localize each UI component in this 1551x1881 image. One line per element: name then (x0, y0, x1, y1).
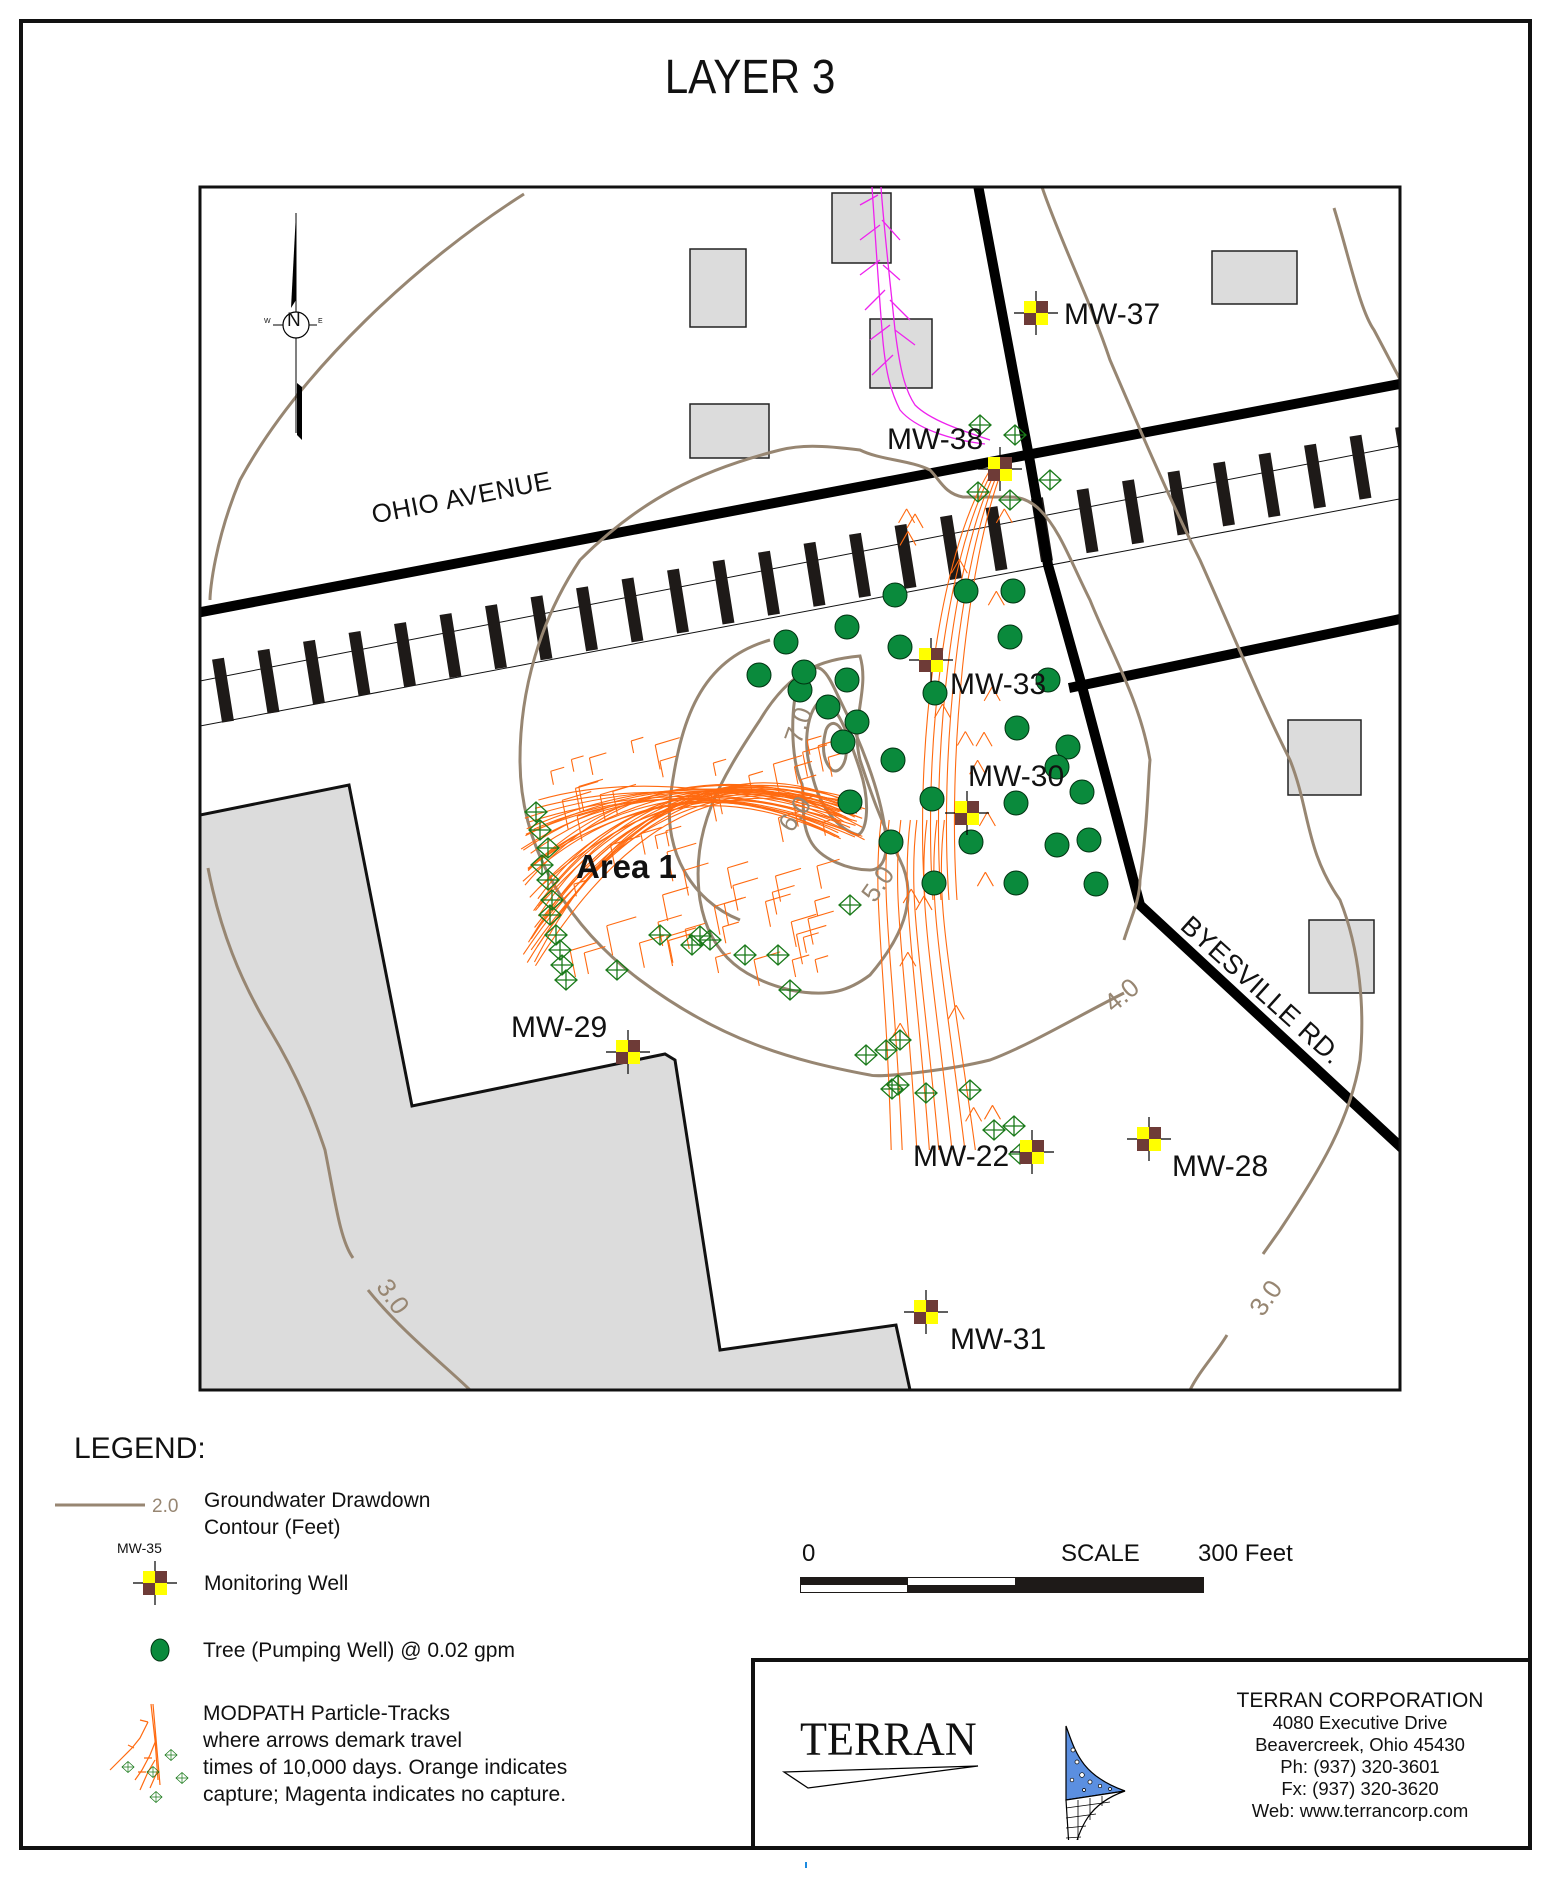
north-arrow-n: N (287, 310, 301, 331)
well-label-mw29: MW-29 (511, 1011, 608, 1044)
legend-well-text: Monitoring Well (204, 1572, 349, 1595)
property-parcel (200, 783, 912, 1390)
monitoring-well-icon (132, 1560, 178, 1606)
legend-title: LEGEND: (74, 1432, 206, 1465)
scale-bar (800, 1577, 1204, 1593)
company-address1: 4080 Executive Drive (1272, 1712, 1448, 1733)
stray-mark (805, 1862, 807, 1868)
well-label-mw31: MW-31 (950, 1323, 1047, 1356)
company-phone: Ph: (937) 320-3601 (1280, 1756, 1440, 1777)
area-1-label: Area 1 (576, 848, 677, 885)
ohio-avenue-road (200, 378, 1400, 618)
well-label-mw30: MW-30 (968, 760, 1065, 793)
well-label-mw37: MW-37 (1064, 298, 1161, 331)
company-info: TERRAN CORPORATION 4080 Executive Drive … (1190, 1690, 1530, 1822)
byesville-road (973, 187, 1400, 1154)
company-web[interactable]: Web: www.terrancorp.com (1251, 1800, 1469, 1821)
company-address2: Beavercreek, Ohio 45430 (1255, 1734, 1465, 1755)
well-label-mw28: MW-28 (1172, 1150, 1269, 1183)
contour-legend-value: 2.0 (152, 1496, 179, 1517)
title-block-frame (751, 1658, 1532, 1850)
legend-contour-text: Groundwater Drawdown Contour (Feet) (204, 1489, 431, 1539)
north-arrow-icon (273, 213, 317, 440)
tree-icon (150, 1638, 170, 1662)
well-label-mw33: MW-33 (950, 668, 1047, 701)
company-fax: Fx: (937) 320-3620 (1281, 1778, 1439, 1799)
north-arrow-e: E (318, 318, 323, 325)
legend-tree-text: Tree (Pumping Well) @ 0.02 gpm (203, 1639, 515, 1662)
contour-line-icon (55, 1503, 145, 1507)
capture-tracks (520, 469, 1013, 1151)
scale-end: 300 Feet (1198, 1540, 1293, 1567)
terran-logo-text: TERRAN (800, 1713, 977, 1766)
well-label-mw22: MW-22 (913, 1140, 1010, 1173)
no-capture-tracks (859, 187, 991, 445)
north-arrow-w: W (264, 318, 271, 325)
map-title: LAYER 3 (664, 51, 836, 104)
map-content (200, 187, 1400, 1390)
well-label-mw38: MW-38 (887, 423, 984, 456)
particle-tracks-icon (109, 1703, 189, 1803)
legend-well-sample-label: MW-35 (117, 1540, 162, 1556)
company-name: TERRAN CORPORATION (1236, 1689, 1484, 1712)
scale-label: SCALE (1061, 1540, 1140, 1567)
drawdown-contours (206, 187, 1400, 1390)
buildings (689, 192, 1375, 994)
legend-tracks-text: MODPATH Particle-Tracks where arrows dem… (203, 1702, 568, 1806)
scale-start: 0 (802, 1540, 816, 1567)
map-frame (198, 185, 1402, 1392)
terran-logo-icon (781, 1725, 1126, 1840)
